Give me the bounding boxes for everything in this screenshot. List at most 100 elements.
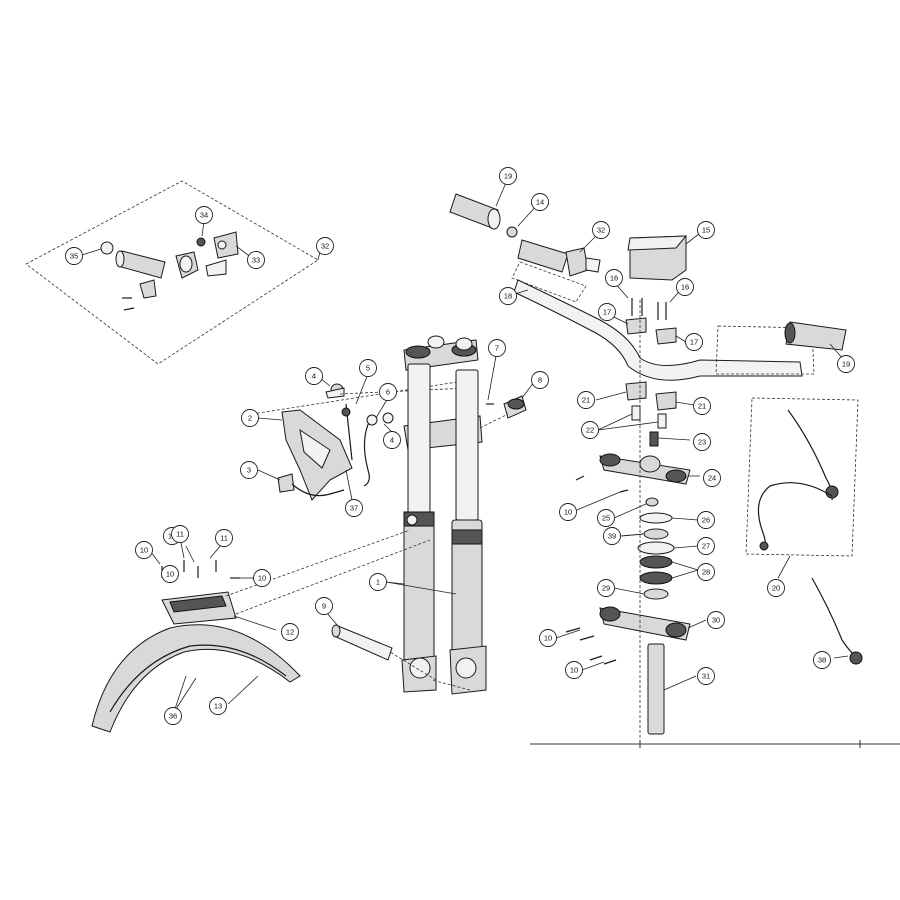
callout-32: 32 [592,221,610,239]
callout-38: 38 [813,651,831,669]
callout-label: 24 [708,474,716,483]
callout-label: 9 [322,602,326,611]
callout-35: 35 [65,247,83,265]
front-fender [91,529,431,733]
callout-label: 32 [597,226,605,235]
callout-label: 10 [258,574,266,583]
cable-set [745,397,863,665]
callout-label: 19 [504,172,512,181]
callout-label: 26 [702,516,710,525]
callout-10: 10 [539,629,557,647]
callout-label: 21 [582,396,590,405]
callout-label: 25 [602,514,610,523]
callout-label: 5 [366,364,370,373]
front-axle [325,611,393,661]
callout-label: 4 [390,436,394,445]
callout-7: 7 [488,339,506,357]
callout-label: 22 [586,426,594,435]
callout-30: 30 [707,611,725,629]
callout-18: 18 [499,287,517,305]
callout-19: 19 [499,167,517,185]
callout-16: 16 [605,269,623,287]
callout-label: 37 [350,504,358,513]
callout-17: 17 [685,333,703,351]
callout-label: 17 [603,308,611,317]
callout-20: 20 [767,579,785,597]
callout-10: 10 [135,541,153,559]
callout-10: 10 [253,569,271,587]
callout-33: 33 [247,251,265,269]
callout-label: 13 [214,702,222,711]
part-number-callouts: 1234456789101010101010101111121314151616… [65,167,855,725]
callout-label: 10 [564,508,572,517]
handlebar-assembly [449,177,847,740]
callout-39: 39 [603,527,621,545]
callout-label: 16 [610,274,618,283]
callout-label: 11 [176,530,184,539]
callout-label: 18 [504,292,512,301]
callout-23: 23 [693,433,711,451]
callout-1: 1 [369,573,387,591]
callout-label: 7 [495,344,499,353]
callout-4: 4 [383,431,401,449]
callout-24: 24 [703,469,721,487]
callout-label: 36 [169,712,177,721]
callout-label: 17 [690,338,698,347]
callout-label: 11 [220,534,228,543]
callout-19: 19 [837,355,855,373]
callout-26: 26 [697,511,715,529]
callout-label: 10 [570,666,578,675]
callout-label: 33 [252,256,260,265]
callout-label: 10 [166,570,174,579]
callout-label: 28 [702,568,710,577]
callout-4: 4 [305,367,323,385]
callout-32: 32 [316,237,334,255]
fork-guard-parts [479,355,535,429]
callout-17: 17 [598,303,616,321]
callout-10: 10 [559,503,577,521]
callout-5: 5 [359,359,377,377]
grip-assembly-box [25,180,322,365]
callout-36: 36 [164,707,182,725]
callout-21: 21 [577,391,595,409]
callout-14: 14 [531,193,549,211]
callout-9: 9 [315,597,333,615]
callout-27: 27 [697,537,715,555]
callout-10: 10 [161,565,179,583]
callout-31: 31 [697,667,715,685]
callout-label: 2 [248,414,252,423]
callout-label: 12 [286,628,294,637]
callout-label: 23 [698,438,706,447]
callout-29: 29 [597,579,615,597]
callout-label: 10 [544,634,552,643]
callout-label: 1 [376,578,380,587]
reference-line [530,740,900,748]
callout-21: 21 [693,397,711,415]
callout-label: 3 [247,466,251,475]
callout-label: 38 [818,656,826,665]
callout-label: 35 [70,252,78,261]
callout-label: 21 [698,402,706,411]
callout-label: 14 [536,198,544,207]
callout-12: 12 [281,623,299,641]
callout-label: 32 [321,242,329,251]
callout-label: 16 [681,283,689,292]
callout-label: 29 [602,584,610,593]
callout-label: 31 [702,672,710,681]
callout-11: 11 [171,525,189,543]
callout-34: 34 [195,206,213,224]
callout-8: 8 [531,371,549,389]
callout-label: 30 [712,616,720,625]
callout-6: 6 [379,383,397,401]
number-plate-group [251,373,471,501]
callout-label: 20 [772,584,780,593]
callout-label: 15 [702,226,710,235]
callout-label: 39 [608,532,616,541]
callout-label: 6 [386,388,390,397]
callout-11: 11 [215,529,233,547]
callout-3: 3 [240,461,258,479]
callout-16: 16 [676,278,694,296]
callout-22: 22 [581,421,599,439]
callout-37: 37 [345,499,363,517]
